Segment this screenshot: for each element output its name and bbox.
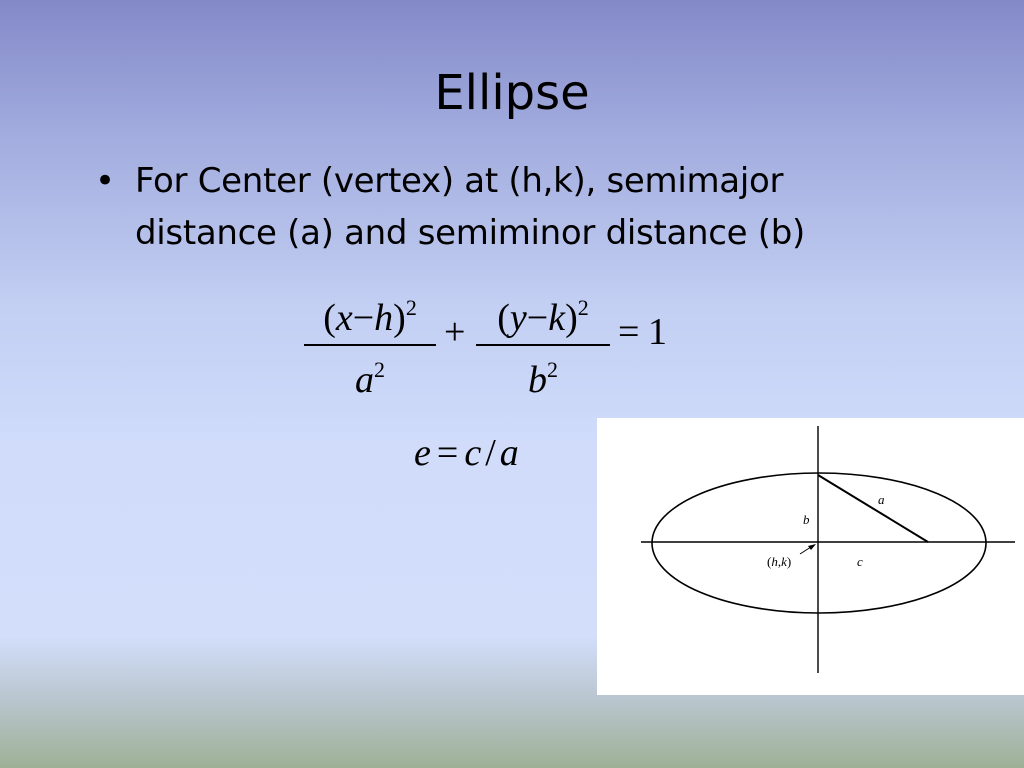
minus-sign: − [352, 297, 375, 339]
var-y: y [509, 297, 527, 339]
minus-sign: − [526, 297, 549, 339]
var-x: x [335, 297, 353, 339]
ellipse-diagram: a b c (h,k) [597, 418, 1024, 695]
var-b: b [528, 358, 547, 401]
label-a: a [878, 492, 885, 507]
paren-close: ) [393, 297, 406, 339]
equals-sign: = [436, 432, 459, 474]
center-arrowhead [808, 544, 816, 550]
paren-open: ( [323, 297, 336, 339]
equals-sign: = [618, 311, 640, 353]
exponent: 2 [405, 295, 417, 320]
var-a: a [355, 358, 374, 401]
fraction-x-numerator: (x−h)2 [304, 286, 436, 340]
exponent: 2 [374, 356, 385, 382]
slide-title: Ellipse [434, 65, 590, 121]
paren-open: ( [767, 554, 771, 569]
eccentricity-equation: e=c/a [414, 428, 519, 478]
equation-rhs: 1 [648, 311, 667, 353]
label-c: c [857, 554, 863, 569]
fraction-y-numerator: (y−k)2 [476, 286, 610, 340]
var-c: c [464, 432, 482, 474]
bullet-item: • For Center (vertex) at (h,k), semimajo… [95, 155, 895, 259]
exponent: 2 [547, 356, 558, 382]
paren-open: ( [497, 297, 510, 339]
ellipse-equation: (x−h)2 a2 + (y−k)2 b2 = 1 [300, 286, 680, 401]
segment-a [817, 474, 929, 543]
label-b: b [803, 512, 810, 527]
var-e: e [414, 432, 431, 474]
paren-close: ) [565, 297, 578, 339]
fraction-y-term: (y−k)2 b2 [476, 286, 610, 402]
fraction-x-term: (x−h)2 a2 [304, 286, 436, 402]
bullet-text: For Center (vertex) at (h,k), semimajor … [135, 161, 806, 253]
var-h: h [771, 554, 778, 569]
fraction-y-denominator: b2 [476, 348, 610, 402]
exponent: 2 [577, 295, 589, 320]
fraction-bar [304, 344, 436, 346]
ellipse-outline [651, 472, 987, 614]
var-k: k [548, 297, 566, 339]
fraction-bar [476, 344, 610, 346]
paren-close: ) [787, 554, 791, 569]
var-a: a [499, 432, 519, 474]
bullet-marker: • [95, 161, 116, 201]
var-k: k [781, 554, 787, 569]
plus-sign: + [444, 311, 466, 353]
label-center: (h,k) [767, 554, 791, 569]
comma: , [778, 554, 781, 569]
var-h: h [374, 297, 394, 339]
ellipse-diagram-svg: a b c (h,k) [641, 426, 1015, 673]
fraction-x-denominator: a2 [304, 348, 436, 402]
slash: / [485, 432, 496, 474]
